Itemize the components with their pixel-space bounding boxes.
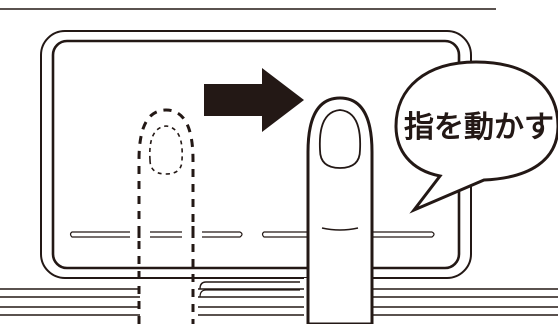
chassis-lines [0, 289, 558, 315]
finger-icon [308, 98, 372, 324]
touchpad-surface[interactable] [53, 41, 459, 268]
callout-text: 指を動かす [404, 110, 554, 145]
